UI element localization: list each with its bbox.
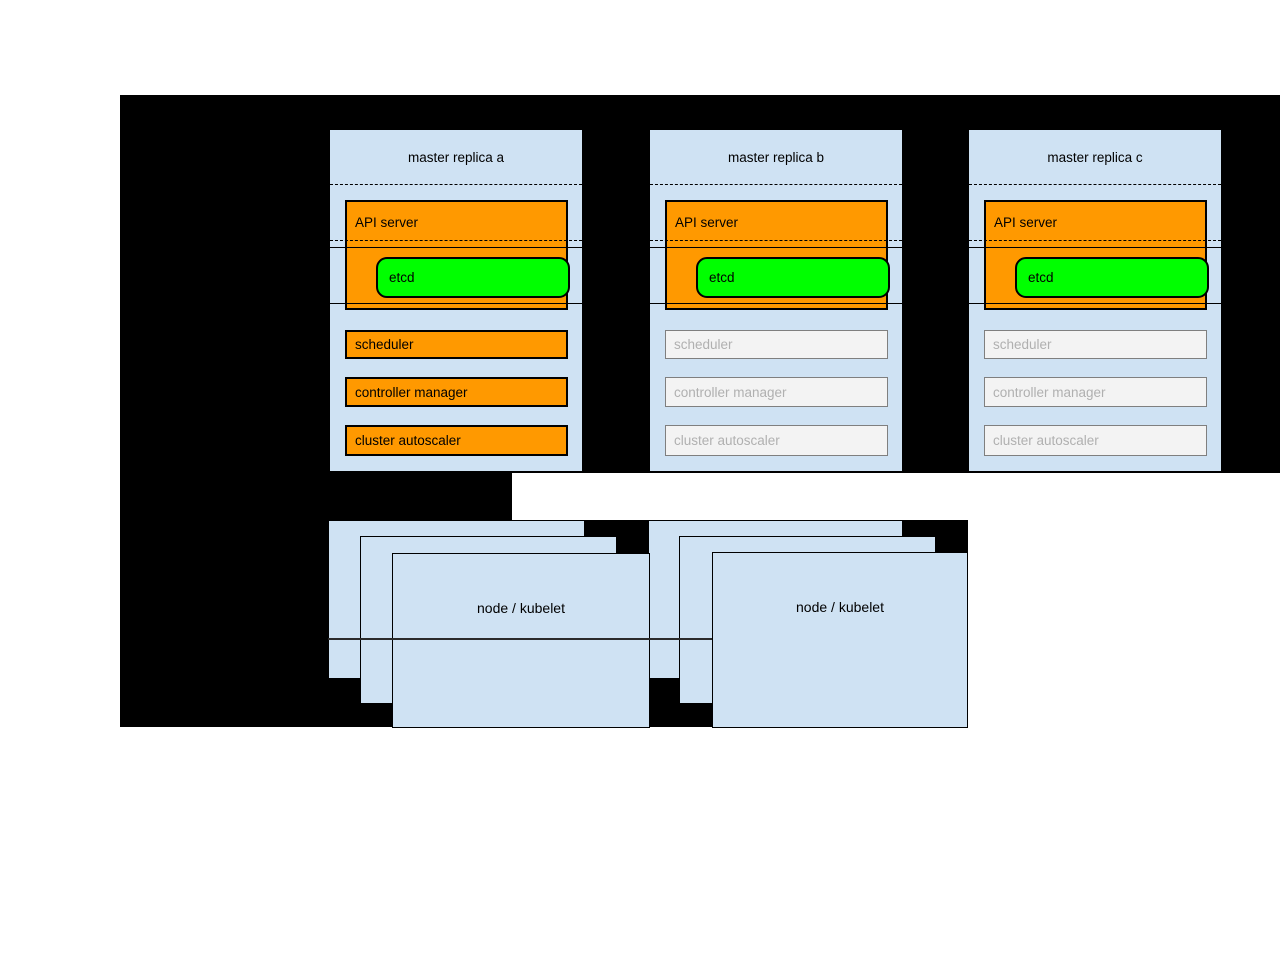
cluster-autoscaler-box: cluster autoscaler	[665, 425, 888, 456]
etcd-label: etcd	[389, 270, 415, 285]
replica-solid-line	[969, 247, 1221, 248]
scheduler-box: scheduler	[984, 330, 1207, 359]
replica-solid-line	[650, 247, 902, 248]
master-replica-c-box: master replica c API server etcd schedul…	[968, 129, 1222, 472]
cluster-autoscaler-box: cluster autoscaler	[984, 425, 1207, 456]
api-server-label: API server	[675, 215, 739, 230]
api-server-label: API server	[994, 215, 1058, 230]
node-kubelet-box: node / kubelet	[392, 553, 650, 728]
etcd-label: etcd	[1028, 270, 1054, 285]
replica-title: master replica b	[727, 149, 825, 165]
replica-dashed-line	[330, 184, 582, 185]
etcd-label: etcd	[709, 270, 735, 285]
api-server-box: API server etcd	[665, 200, 890, 310]
replica-solid-line	[330, 247, 582, 248]
master-replica-b-box: master replica b API server etcd schedul…	[649, 129, 903, 472]
controller-manager-box: controller manager	[665, 377, 888, 407]
controller-manager-box: controller manager	[984, 377, 1207, 407]
node-kubelet-box: node / kubelet	[712, 552, 968, 728]
etcd-box: etcd	[1015, 257, 1209, 298]
replica-dashed-line	[650, 240, 902, 241]
replica-dashed-line	[330, 240, 582, 241]
scheduler-box: scheduler	[665, 330, 888, 359]
replica-solid-line	[969, 303, 1221, 304]
replica-title: master replica a	[407, 149, 505, 165]
replica-dashed-line	[969, 184, 1221, 185]
api-server-box: API server etcd	[984, 200, 1209, 310]
master-replica-a-box: master replica a API server etcd schedul…	[329, 129, 583, 472]
cluster-autoscaler-box: cluster autoscaler	[345, 425, 568, 456]
replica-dashed-line	[969, 240, 1221, 241]
node-kubelet-label: node / kubelet	[477, 600, 565, 616]
etcd-box: etcd	[696, 257, 890, 298]
api-server-box: API server etcd	[345, 200, 570, 310]
replica-solid-line	[650, 303, 902, 304]
replica-dashed-line	[650, 184, 902, 185]
replica-title: master replica c	[1047, 149, 1143, 165]
controller-manager-box: controller manager	[345, 377, 568, 407]
node-kubelet-label: node / kubelet	[796, 599, 884, 615]
api-server-label: API server	[355, 215, 419, 230]
etcd-box: etcd	[376, 257, 570, 298]
replica-solid-line	[330, 303, 582, 304]
scheduler-box: scheduler	[345, 330, 568, 359]
node-divider-line	[328, 638, 712, 640]
